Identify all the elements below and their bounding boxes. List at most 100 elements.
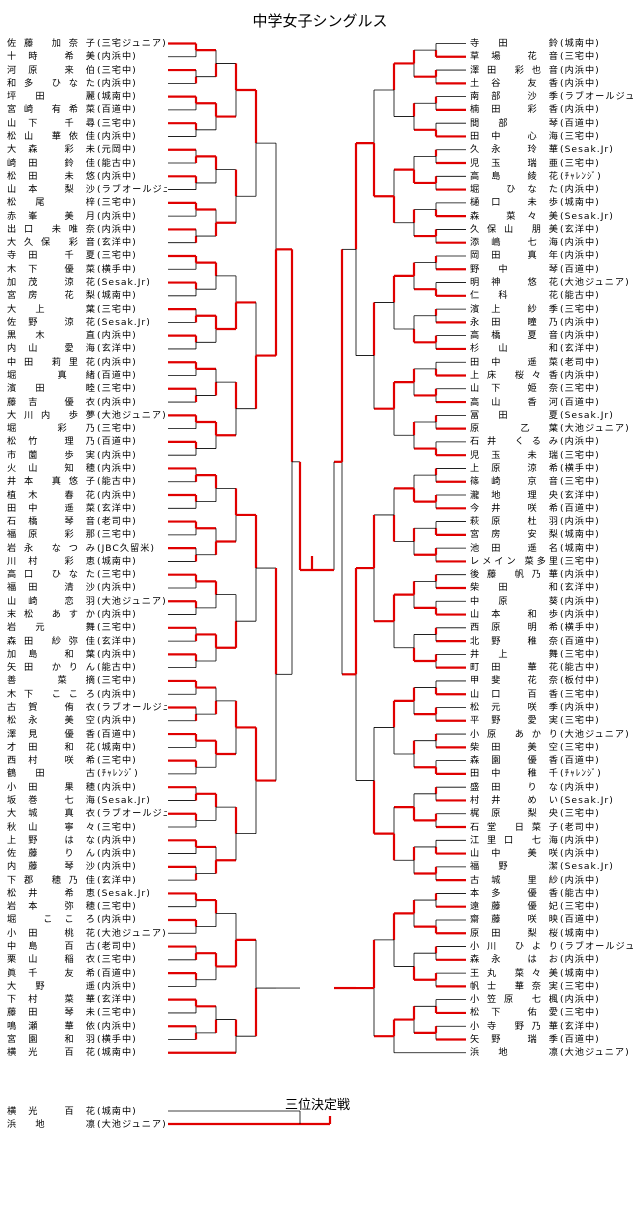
player-name: 村井 めい [470,794,558,806]
left-player-row: 善 菜摘(三宅中) [7,675,167,686]
right-player-row: 間部 琴(百道中) [470,118,635,129]
left-player-row: 堀 彩乃(三宅中) [7,423,167,434]
player-team: (百道中) [560,396,600,408]
right-player-row: 帆士 華奈実(三宅中) [470,981,635,992]
player-name: 山本 梨沙 [7,184,95,196]
player-team: (内浜中) [560,77,600,89]
player-team: (内浜中) [560,954,600,966]
player-name: 甲斐 花奈 [470,675,558,687]
player-name: 松竹 理乃 [7,436,95,448]
right-player-row: 堀 ひなた(内浜中) [470,184,635,195]
right-player-row: 松元 咲季(内浜中) [470,702,635,713]
player-team: (内浜中) [560,316,600,328]
player-name: 松山 華依佳 [7,130,95,142]
right-player-row: 楠田 彩香(内浜中) [470,104,635,115]
player-team: (三宅中) [97,569,137,581]
left-player-row: 藤吉 優衣(内浜中) [7,397,167,408]
player-name: 赤峯 美月 [7,210,95,222]
player-team: (内浜中) [560,436,600,448]
left-player-row: 松田 未悠(内浜中) [7,171,167,182]
player-name: 王丸 菜々美 [470,967,558,979]
player-team: (内浜中) [97,834,137,846]
right-player-row: 北野 稚奈(百道中) [470,636,635,647]
left-player-row: 西村 咲希(三宅中) [7,755,167,766]
left-player-row: 川村 彩恵(城南中) [7,556,167,567]
left-player-row: 小田 桃花(大池ジュニア) [7,928,167,939]
left-player-row: 横光 百花(城南中) [7,1047,167,1058]
left-player-row: 佐藤 りん(内浜中) [7,848,167,859]
player-name: 石橋 琴音 [7,516,95,528]
player-team: (三宅中) [560,51,600,63]
player-name: 明神 悠花 [470,277,558,289]
right-player-row: 小川 ひより(ラブオールジュニア) [470,941,635,952]
left-player-row: 佐藤 加奈子(三宅ジュニア) [7,38,167,49]
player-name: 岡田 真年 [470,250,558,262]
player-team: (三宅中) [97,303,137,315]
player-team: (内浜中) [97,848,137,860]
player-team: (内浜中) [97,861,137,873]
player-name: 原 乙葉 [470,423,558,435]
player-team: (内浜中) [560,330,600,342]
left-player-row: 才田 和花(城南中) [7,742,167,753]
left-player-row: 岩本 弥穂(三宅中) [7,901,167,912]
player-name: 宮房 花梨 [7,290,95,302]
player-team: (玄洋中) [560,582,600,594]
player-team: (板付中) [560,675,600,687]
player-team: (三宅中) [560,901,600,913]
player-name: 堀 ひなた [470,184,558,196]
left-player-row: 鶴田 古(ﾁｬﾚﾝｼﾞ) [7,768,167,779]
player-team: (Sesak.Jr) [97,794,151,806]
right-player-row: 久永 玲華(Sesak.Jr) [470,144,635,155]
player-team: (内浜中) [97,980,137,992]
player-name: 小笠原 七楓 [470,994,558,1006]
right-player-row: 森園 優香(百道中) [470,755,635,766]
player-name: 出口 未唯奈 [7,223,95,235]
right-player-row: 高島 綾花(ﾁｬﾚﾝｼﾞ) [470,171,635,182]
left-player-row: 岩元 舞(三宅中) [7,622,167,633]
player-name: 山中 美咲 [470,848,558,860]
player-name: 田中 心海 [470,130,558,142]
player-team: (城南中) [97,290,137,302]
player-name: 上床 桜々香 [470,370,558,381]
player-name: 松永 美空 [7,715,95,727]
right-player-row: 田中 遥菜(老司中) [470,357,635,368]
left-player-row: 和多 ひなた(内浜中) [7,78,167,89]
player-team: (内浜中) [97,582,137,594]
player-team: (横手中) [560,622,600,634]
player-team: (内浜中) [560,64,600,76]
player-name: 北野 稚奈 [470,635,558,647]
right-player-row: 盛田 りな(内浜中) [470,782,635,793]
right-player-row: レメイン 菜多里(三宅中) [470,556,635,567]
player-team: (内浜中) [97,77,137,89]
right-player-row: 田中 稚千(ﾁｬﾚﾝｼﾞ) [470,768,635,779]
player-team: (ラブオールジュニア) [97,808,167,820]
player-team: (大池ジュニア) [560,728,630,740]
player-name: 本多 優香 [470,887,558,899]
player-team: (ﾁｬﾚﾝｼﾞ) [560,170,602,182]
player-team: (Sesak.Jr) [560,144,614,156]
player-team: (内浜中) [560,250,600,262]
player-name: 河原 来伯 [7,64,95,76]
player-name: 樋口 未歩 [470,197,558,209]
player-team: (内浜中) [97,396,137,408]
player-name: 盛田 りな [470,781,558,793]
player-name: 田中 遥菜 [470,356,558,368]
player-team: (能古中) [560,662,600,674]
player-name: 井上 舞 [470,648,558,660]
right-player-row: 澤田 彩也音(内浜中) [470,65,635,76]
player-team: (玄洋中) [560,343,600,355]
player-team: (城南中) [97,741,137,753]
player-name: 町田 華花 [470,662,558,674]
player-team: (三宅中) [97,250,137,262]
player-name: 森田 紗弥佳 [7,635,95,647]
player-name: 梶原 梨央 [470,808,558,820]
right-player-row: 後藤 帆乃華(内浜中) [470,569,635,580]
player-name: 堀 真緒 [7,370,95,381]
player-name: 眞千 友希 [7,967,95,979]
left-player-row: 植木 春花(内浜中) [7,490,167,501]
player-team: (三宅中) [560,808,600,820]
right-player-row: 添嶋 七海(内浜中) [470,237,635,248]
right-player-row: 瀧地 理央(玄洋中) [470,490,635,501]
player-name: 南部 沙季 [470,91,558,103]
player-name: 加島 和葉 [7,648,95,660]
